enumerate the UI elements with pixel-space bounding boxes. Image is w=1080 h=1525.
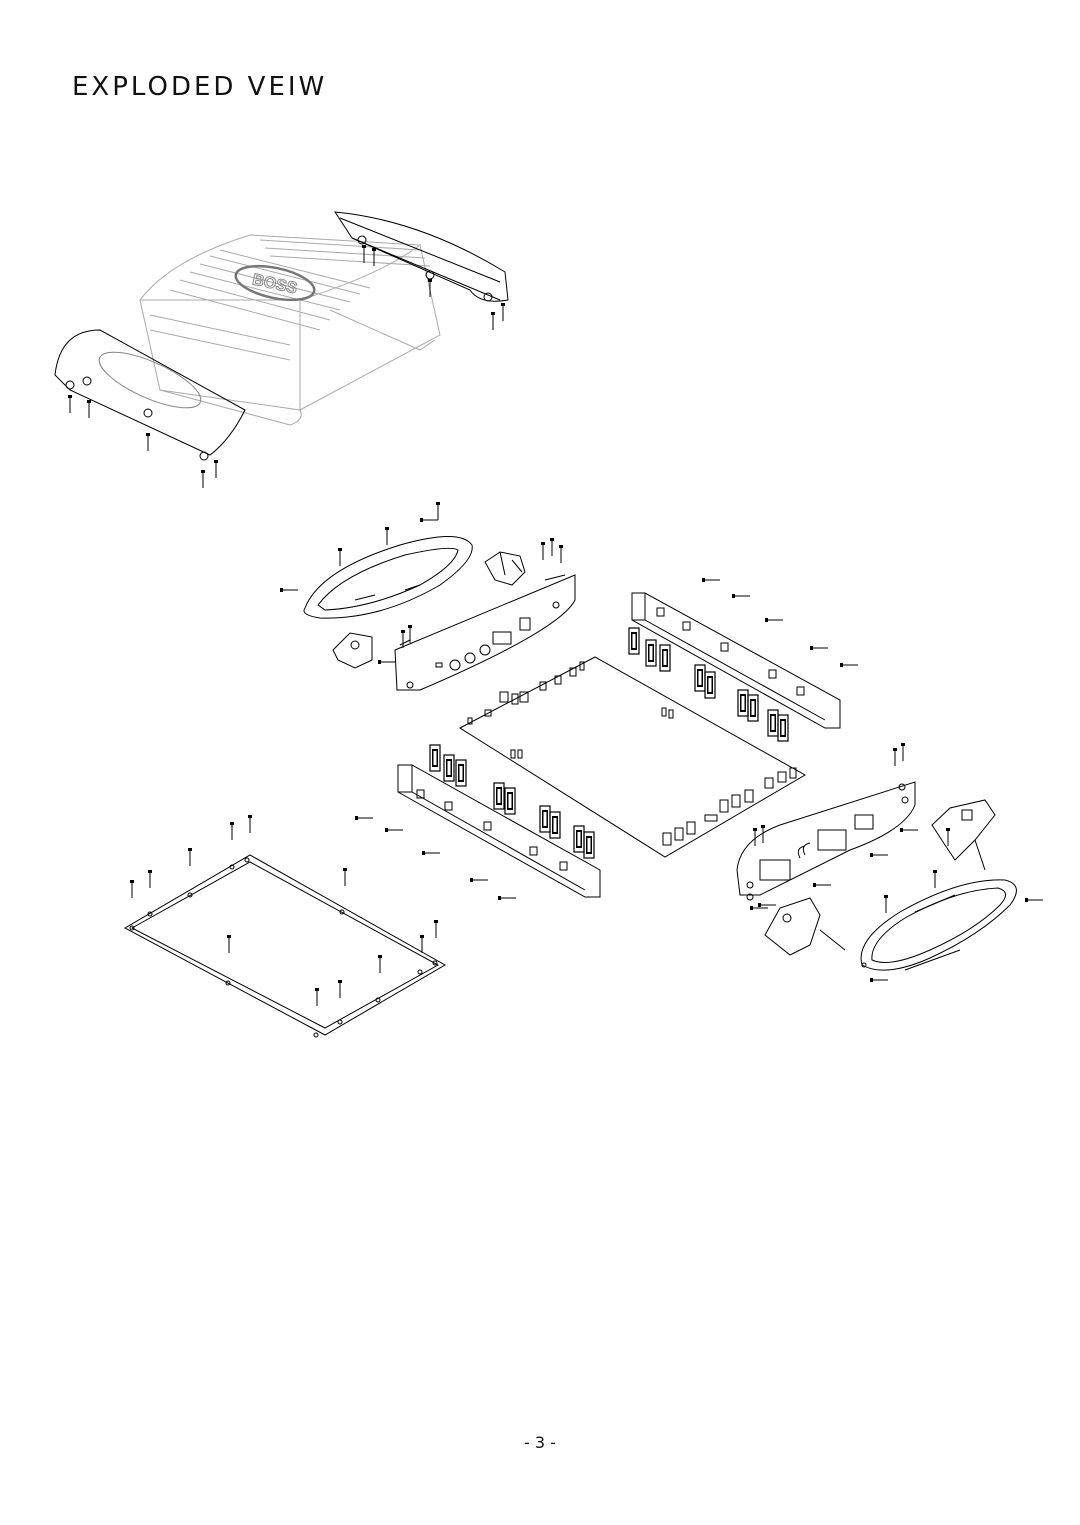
left-oval-bezel — [303, 536, 473, 619]
pcb-components — [467, 661, 797, 846]
right-end-panel — [736, 781, 916, 901]
left-heatsink-bar — [397, 764, 601, 898]
main-pcb — [458, 656, 807, 858]
right-bracket-upper — [931, 799, 996, 871]
page-title: EXPLODED VEIW — [72, 72, 328, 102]
boss-logo-oval — [234, 264, 316, 302]
left-end-panel — [394, 574, 576, 691]
page-number: - 3 - — [524, 1433, 556, 1452]
left-mount-bracket — [484, 551, 526, 586]
right-oval-bezel — [860, 879, 1017, 971]
top-cover: BOSS — [138, 234, 441, 426]
front-end-cap — [54, 329, 246, 461]
right-heatsink-bar — [631, 592, 841, 729]
rear-end-cap — [334, 211, 509, 302]
right-bracket-lower — [764, 897, 846, 956]
bottom-plate — [123, 854, 447, 1038]
left-lower-bracket — [332, 632, 373, 669]
